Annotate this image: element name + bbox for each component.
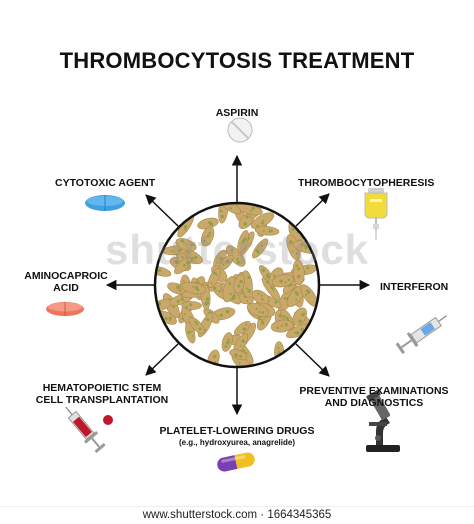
preventive-label-line2: AND DIAGNOSTICS: [324, 397, 424, 409]
watermark: shutterstock: [104, 226, 370, 273]
platelet: [250, 212, 275, 229]
platelet: [200, 226, 215, 247]
iv-bag-icon: [364, 188, 388, 240]
blue-tablet-icon: [85, 195, 125, 211]
aspirin-tablet-icon: [227, 117, 253, 143]
platelet: [229, 349, 248, 360]
platelet: [207, 267, 221, 289]
platelet: [251, 289, 270, 305]
platelet: [286, 285, 306, 307]
platelet: [233, 273, 245, 294]
platelet: [237, 230, 249, 253]
platelet: [292, 307, 307, 326]
syringe-icon: [395, 315, 447, 354]
page-title: THROMBOCYTOSIS TREATMENT: [59, 48, 415, 73]
aminocaproic-label-line1: AMINOCAPROIC: [24, 270, 108, 282]
platelet: [271, 274, 294, 288]
microscope-icon: [366, 389, 400, 452]
platelet: [254, 226, 280, 236]
preventive-label: PREVENTIVE EXAMINATIONS AND DIAGNOSTICS: [294, 385, 454, 409]
platelet: [181, 281, 207, 295]
arrow-preventive: [295, 343, 330, 377]
aspirin-label: ASPIRIN: [215, 107, 259, 119]
platelet-drugs-label-sub: (e.g., hydroxyurea, anagrelide): [178, 438, 296, 447]
arrow-cytotoxic: [145, 194, 179, 227]
footer-credit: www.shutterstock.com · 1664345365: [0, 506, 474, 524]
platelet: [234, 321, 251, 336]
platelet-drugs-label-main: PLATELET-LOWERING DRUGS: [159, 425, 315, 437]
arrow-thrombocytopheresis: [295, 193, 330, 227]
platelet: [246, 302, 269, 317]
platelet: [188, 317, 205, 335]
preventive-label-line1: PREVENTIVE EXAMINATIONS: [299, 385, 449, 397]
red-tablet-icon: [46, 302, 84, 316]
platelets-cluster: [155, 203, 319, 367]
interferon-label: INTERFERON: [380, 281, 449, 293]
aminocaproic-label-line2: ACID: [53, 282, 79, 294]
platelet-circle: [153, 201, 321, 369]
platelet: [222, 276, 237, 303]
platelet: [218, 254, 234, 272]
platelet: [292, 259, 305, 286]
platelet: [270, 319, 294, 333]
hsct-label-line1: HEMATOPOIETIC STEM: [42, 382, 162, 394]
platelet: [221, 332, 233, 352]
hsct-label-line2: CELL TRANSPLANTATION: [35, 394, 169, 406]
platelet: [181, 301, 202, 310]
platelet: [174, 257, 192, 275]
thrombocytopheresis-label: THROMBOCYTOPHERESIS: [298, 177, 435, 189]
cytotoxic-agent-label: CYTOTOXIC AGENT: [55, 177, 156, 189]
hsct-label: HEMATOPOIETIC STEM CELL TRANSPLANTATION: [32, 382, 172, 406]
blood-drop-icon: [103, 415, 113, 425]
aminocaproic-acid-label: AMINOCAPROIC ACID: [20, 270, 112, 294]
capsule-icon: [217, 452, 255, 472]
arrows: [105, 154, 371, 416]
platelet: [300, 284, 318, 307]
platelet: [175, 238, 197, 252]
platelet: [252, 238, 269, 259]
platelet-drugs-label: PLATELET-LOWERING DRUGS (e.g., hydroxyur…: [150, 425, 324, 449]
arrow-hsct: [145, 343, 179, 376]
blood-syringe-icon: [65, 406, 106, 454]
